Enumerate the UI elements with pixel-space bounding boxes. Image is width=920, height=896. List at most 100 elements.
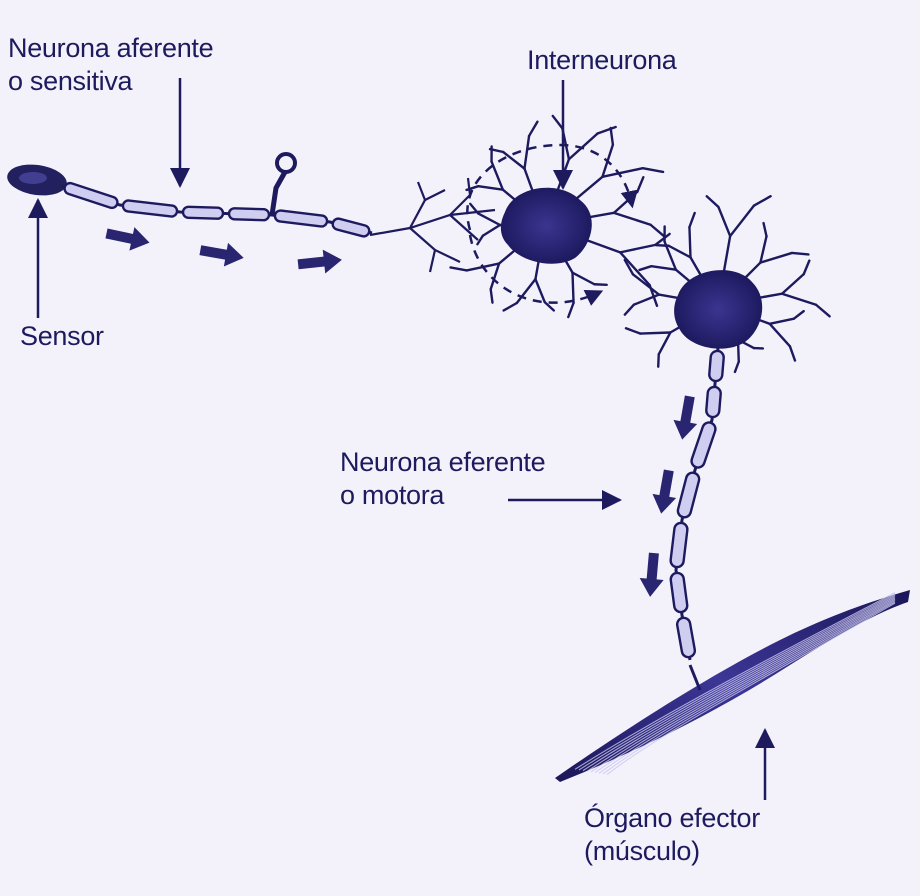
- efferent-arrow-shape: [639, 552, 664, 597]
- efferent-myelin-segment: [669, 521, 689, 569]
- dendrite-twig: [609, 126, 615, 146]
- dendrite-branch: [780, 292, 818, 306]
- dendrite-branch: [780, 272, 805, 295]
- muscle-fiber: [598, 600, 896, 774]
- efferent-arrow-shape: [652, 469, 677, 514]
- dendrite-branch: [667, 244, 692, 259]
- efferent-arrow-shape: [673, 395, 698, 440]
- dendrite-branch: [663, 240, 678, 271]
- dendrite-twig: [790, 251, 810, 256]
- afferent-label-line1: Neurona aferente: [8, 33, 214, 63]
- dendrite-twig: [657, 353, 660, 368]
- dendrite-twig: [543, 300, 556, 312]
- dendrite-branch: [631, 273, 661, 296]
- afferent-neuron-label: Neurona aferente o sensitiva: [8, 32, 214, 98]
- dendrite-branch: [612, 211, 652, 226]
- dendrite-branch: [489, 262, 501, 291]
- afferent-terminal-branches: [369, 177, 496, 273]
- dendrite-branch: [481, 223, 502, 237]
- muscle-fiber: [590, 597, 896, 773]
- afferent-myelin-segment: [181, 205, 225, 220]
- dendrite-twig: [623, 258, 635, 276]
- interneuron-label: Interneurona: [527, 44, 677, 77]
- dendrite-branch: [571, 271, 575, 305]
- muscle-effector: [555, 590, 910, 782]
- afferent-arrow-shape: [105, 227, 150, 251]
- label-pointers: [28, 78, 775, 800]
- dendrite-branch: [638, 331, 672, 335]
- dendrite-twig: [814, 303, 831, 318]
- dendrite-twig: [638, 265, 653, 272]
- afferent-myelin-segment: [331, 217, 371, 238]
- dendrite-twig: [527, 120, 539, 138]
- afferent-axon: [61, 181, 373, 238]
- dendrite-branch: [571, 271, 596, 286]
- afferent-arrow-shape: [199, 242, 244, 267]
- dendrite-twig: [502, 301, 519, 312]
- efferent-arrow: [673, 395, 698, 440]
- dendrite-twig: [733, 360, 740, 374]
- muscle-fiber: [578, 593, 896, 771]
- afferent-myelin-segment: [273, 209, 329, 228]
- dendrite-twig: [469, 202, 480, 215]
- afferent-arrow: [297, 249, 342, 274]
- dendrite-branch: [567, 132, 599, 161]
- afferent-arrow: [105, 227, 150, 251]
- dashed-signal-path: [466, 143, 638, 306]
- dendrite-branch: [477, 185, 505, 191]
- efferent-arrow: [639, 552, 664, 597]
- dendrite-twig: [476, 234, 485, 246]
- muscle-fiber: [602, 601, 896, 775]
- dendrite-branch: [657, 331, 672, 356]
- efferent-myelin-segment: [675, 616, 697, 659]
- effector-organ-label: Órgano efector (músculo): [584, 802, 760, 868]
- dendrite-twig: [788, 345, 797, 362]
- ganglion-branch: [269, 152, 297, 216]
- dendrite-branch: [632, 293, 661, 306]
- dendrite-branch: [612, 190, 639, 215]
- efferent-arrow: [652, 469, 677, 514]
- afferent-myelin-segment: [121, 199, 179, 218]
- dendrite-branch: [618, 251, 651, 287]
- dendrite-twig: [705, 195, 720, 209]
- dendrite-branch: [768, 317, 796, 326]
- afferent-arrow: [199, 242, 244, 267]
- effector-label-line2: (músculo): [584, 836, 700, 866]
- dendrite-branch: [618, 243, 657, 254]
- dendrite-branch: [688, 225, 692, 259]
- dendrite-branch: [650, 265, 678, 271]
- dendrite-branch: [490, 160, 505, 191]
- dendrite-branch: [759, 251, 794, 264]
- efferent-myelin-segment: [669, 571, 689, 614]
- interneuron-label-text: Interneurona: [527, 45, 677, 75]
- dendrite-branch: [523, 134, 531, 170]
- sensor-label: Sensor: [20, 320, 104, 353]
- muscle-fiber: [594, 598, 896, 774]
- dendrite-twig: [792, 309, 805, 320]
- dendrite-twig: [623, 303, 636, 316]
- afferent-myelin-segment: [63, 181, 119, 210]
- muscle-fiber: [582, 594, 896, 772]
- dendrite-twig: [449, 266, 468, 272]
- interneuron-cell: [449, 114, 671, 319]
- dendrite-twig: [551, 114, 564, 130]
- efferent-myelin-segment: [705, 385, 722, 419]
- dendrite-branch: [476, 212, 502, 227]
- sensor-receptor: [7, 164, 67, 196]
- efferent-signal-arrows: [639, 395, 698, 597]
- dendrite-twig: [762, 221, 768, 238]
- dendrite-branch: [502, 150, 526, 170]
- efferent-core: [674, 347, 720, 661]
- dendrite-twig: [567, 301, 575, 319]
- efferent-myelin-segment: [676, 471, 701, 519]
- muscle-fiber: [574, 592, 896, 770]
- dendrite-branch: [759, 235, 768, 264]
- efferent-axon: [669, 347, 725, 661]
- dendrite-twig: [802, 259, 811, 276]
- dendrite-branch: [768, 322, 792, 348]
- dendrite-branch: [534, 277, 546, 304]
- muscle-fiber: [586, 596, 896, 772]
- efferent-neuron-label: Neurona eferente o motora: [340, 446, 546, 512]
